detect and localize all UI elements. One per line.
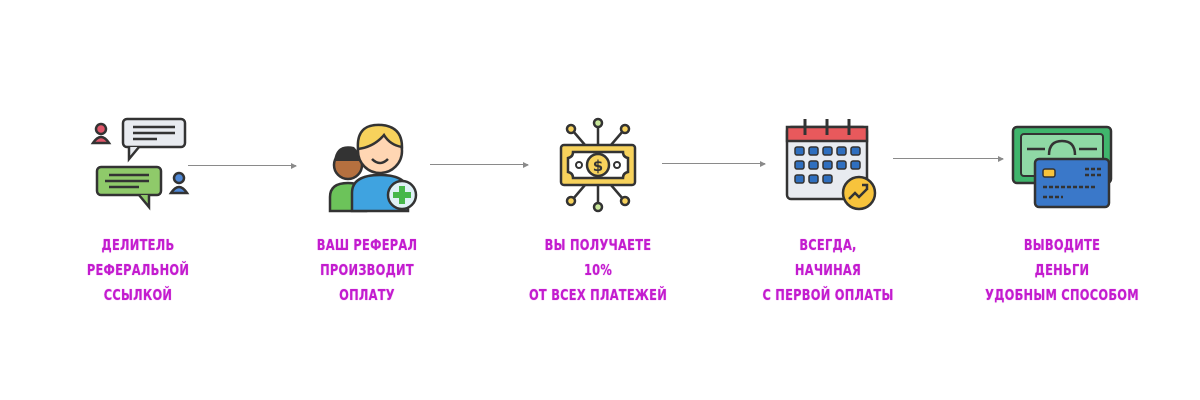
step-label: ВЫ ПОЛУЧАЕТЕ 10% ОТ ВСЕХ ПЛАТЕЖЕЙ bbox=[516, 233, 680, 308]
step-label: ВАШ РЕФЕРАЛ ПРОИЗВОДИТ ОПЛАТУ bbox=[285, 233, 449, 308]
label-line: 10% bbox=[583, 261, 613, 279]
label-line: ДЕНЬГИ bbox=[1034, 261, 1090, 279]
step-earn-percent: $ ВЫ ПОЛУЧАЕТЕ 10% ОТ ВСЕХ ПЛАТЕЖЕЙ bbox=[498, 115, 698, 308]
chat-share-icon bbox=[90, 117, 190, 211]
label-line: С ПЕРВОЙ ОПЛАТЫ bbox=[762, 286, 894, 304]
step-label: ВСЕГДА, НАЧИНАЯ С ПЕРВОЙ ОПЛАТЫ bbox=[746, 233, 910, 308]
label-line: УДОБНЫМ СПОСОБОМ bbox=[985, 286, 1139, 304]
label-line: ОПЛАТУ bbox=[339, 286, 395, 304]
label-line: ВЫ ПОЛУЧАЕТЕ bbox=[544, 236, 652, 254]
flow-arrow bbox=[188, 162, 297, 169]
step-always: ВСЕГДА, НАЧИНАЯ С ПЕРВОЙ ОПЛАТЫ bbox=[728, 115, 928, 308]
svg-text:$: $ bbox=[593, 157, 603, 175]
label-line: РЕФЕРАЛЬНОЙ bbox=[86, 261, 190, 279]
label-line: ВСЕГДА, bbox=[799, 236, 857, 254]
flow-arrow bbox=[430, 161, 529, 168]
step-label: ДЕЛИТЕЛЬ РЕФЕРАЛЬНОЙ ССЫЛКОЙ bbox=[56, 233, 220, 308]
referral-users-icon bbox=[328, 123, 418, 213]
flow-arrow bbox=[893, 155, 1004, 162]
step-label: ВЫВОДИТЕ ДЕНЬГИ УДОБНЫМ СПОСОБОМ bbox=[980, 233, 1144, 308]
money-network-icon: $ bbox=[559, 117, 637, 213]
cash-card-icon bbox=[1011, 125, 1113, 209]
calendar-growth-icon bbox=[785, 119, 877, 211]
step-referral-pays: ВАШ РЕФЕРАЛ ПРОИЗВОДИТ ОПЛАТУ bbox=[267, 115, 467, 308]
label-line: ССЫЛКОЙ bbox=[103, 286, 173, 304]
label-line: ПРОИЗВОДИТ bbox=[320, 261, 414, 279]
label-line: ОТ ВСЕХ ПЛАТЕЖЕЙ bbox=[528, 286, 668, 304]
step-withdraw: ВЫВОДИТЕ ДЕНЬГИ УДОБНЫМ СПОСОБОМ bbox=[962, 115, 1162, 308]
label-line: НАЧИНАЯ bbox=[794, 261, 862, 279]
step-share-link: ДЕЛИТЕЛЬ РЕФЕРАЛЬНОЙ ССЫЛКОЙ bbox=[38, 115, 238, 308]
label-line: ВАШ РЕФЕРАЛ bbox=[316, 236, 418, 254]
flow-arrow bbox=[662, 160, 766, 167]
label-line: ДЕЛИТЕЛЬ bbox=[101, 236, 175, 254]
label-line: ВЫВОДИТЕ bbox=[1023, 236, 1101, 254]
